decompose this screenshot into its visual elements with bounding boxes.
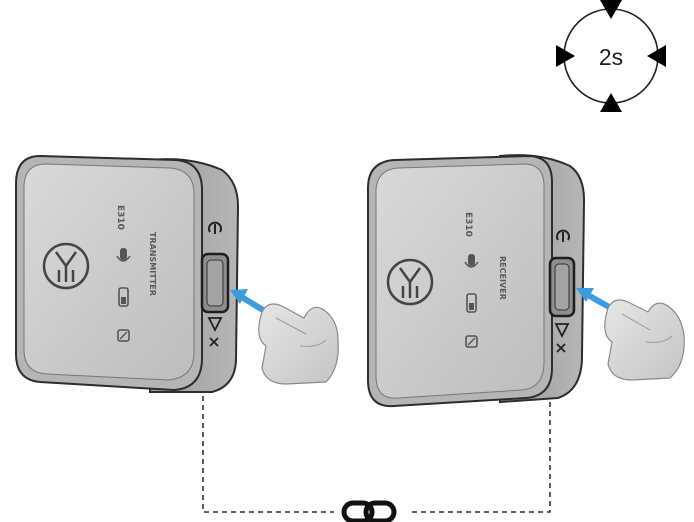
battery-icon: [466, 293, 477, 313]
pointing-hand-icon: [258, 303, 339, 385]
transmitter-model-label: E310: [115, 205, 125, 230]
brand-logo: [386, 258, 434, 306]
pairing-status-icon: [117, 329, 130, 342]
microphone-icon: [464, 254, 479, 268]
receiver-device: E310 RECEIVER: [367, 154, 586, 408]
hold-duration-label: 2s: [599, 44, 623, 70]
transmitter-power-icon: [208, 221, 222, 234]
receiver-model-label: E310: [463, 212, 473, 237]
pairing-status-icon: [465, 335, 478, 348]
transmitter-device: E310 TRANSMITTER: [15, 154, 240, 393]
receiver-mute-icon: [554, 323, 570, 353]
pointing-hand-icon: [604, 299, 685, 381]
transmitter-type-label: TRANSMITTER: [148, 232, 157, 296]
brand-logo: [42, 242, 90, 290]
microphone-icon: [116, 248, 131, 262]
hold-timer-icon: 2s: [556, 0, 666, 112]
battery-icon: [118, 287, 129, 307]
link-icon: [341, 500, 397, 522]
pairing-connection-line: [202, 396, 551, 513]
receiver-power-icon: [556, 229, 570, 242]
receiver-type-label: RECEIVER: [498, 256, 507, 300]
transmitter-mute-icon: [207, 317, 223, 347]
